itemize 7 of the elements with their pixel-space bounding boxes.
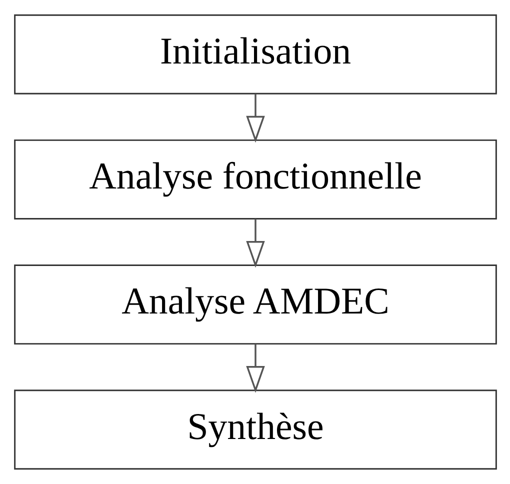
node-box: Initialisation	[14, 14, 496, 94]
node-box: Analyse AMDEC	[14, 264, 496, 345]
node-box: Analyse fonctionnelle	[14, 139, 496, 220]
node-box: Synthèse	[14, 390, 496, 470]
arrow	[246, 344, 264, 393]
arrow	[246, 218, 264, 268]
arrow	[246, 94, 264, 143]
